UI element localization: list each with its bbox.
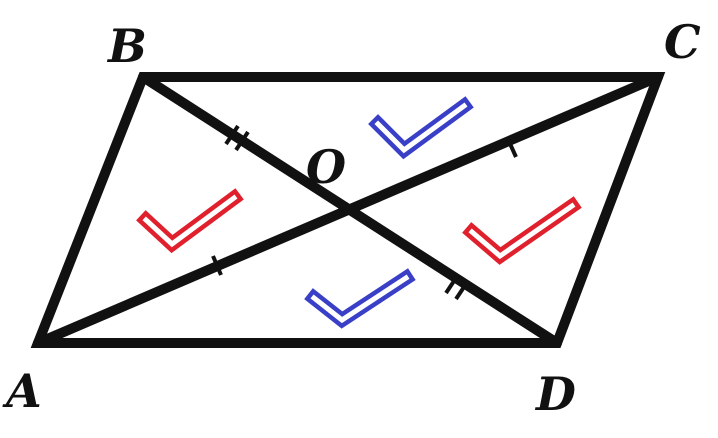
double-tick-mark-od xyxy=(444,273,470,301)
check-mark-left-icon xyxy=(136,188,244,254)
vertex-label-a: A xyxy=(2,364,42,418)
double-tick-mark-bo xyxy=(224,124,250,152)
center-label-o: O xyxy=(306,140,346,194)
diagonal-bd xyxy=(138,72,562,348)
check-mark-icon xyxy=(136,96,582,329)
vertex-label-d: D xyxy=(534,367,576,421)
tick-mark-oc xyxy=(505,136,518,158)
check-mark-bottom-icon xyxy=(304,268,416,329)
check-mark-right-icon xyxy=(462,196,582,265)
vertex-label-b: B xyxy=(106,19,147,73)
check-mark-top-icon xyxy=(368,96,474,160)
tick-mark-ao xyxy=(211,255,223,276)
vertex-label-c: C xyxy=(664,15,701,69)
